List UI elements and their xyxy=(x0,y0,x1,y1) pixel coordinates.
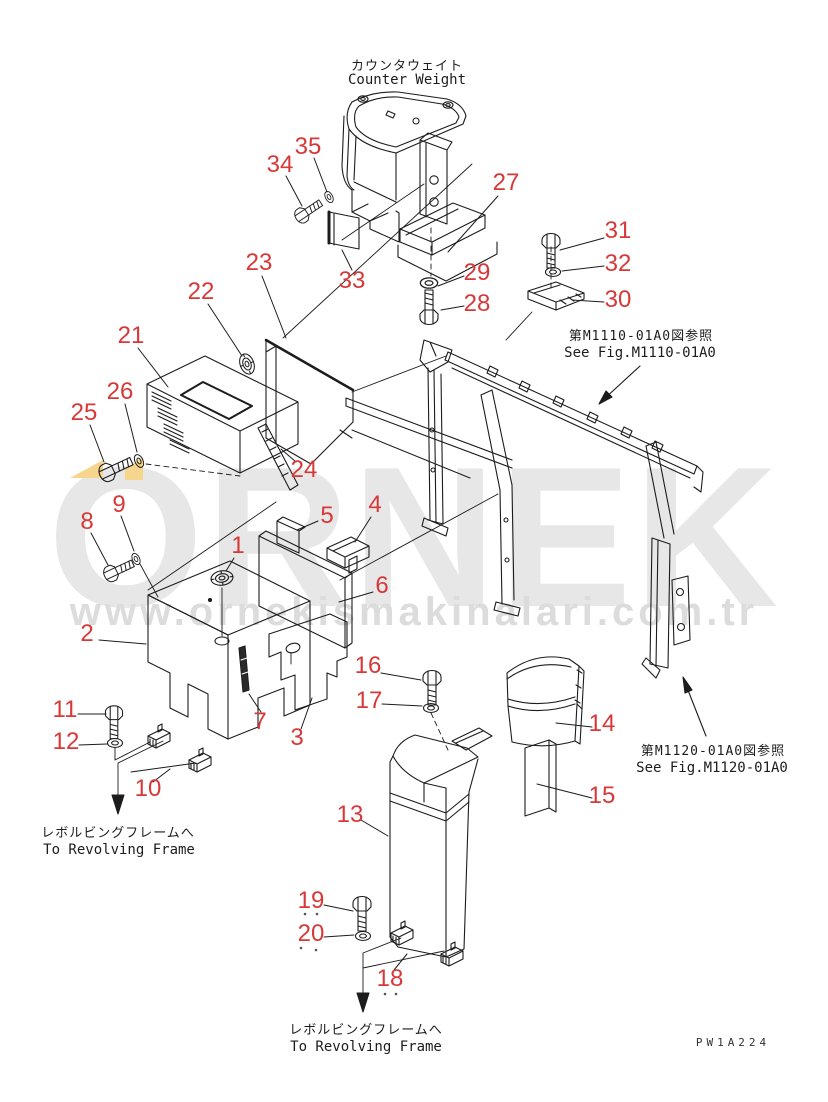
title-en: Counter Weight xyxy=(347,72,467,88)
footnote-bottom-jp: レボルビングフレームへ xyxy=(289,1023,443,1038)
guard-frame xyxy=(345,339,704,617)
bolt-19 xyxy=(352,895,372,932)
louver-cover-21 xyxy=(146,355,299,474)
clip-10a xyxy=(147,723,171,749)
ref-m1120-en: See Fig.M1120-01A0 xyxy=(636,760,788,776)
strip-7 xyxy=(238,645,250,693)
washer-29 xyxy=(419,277,439,289)
flow-arrows xyxy=(111,794,370,1013)
duct-cover-13 xyxy=(389,727,493,958)
angle-plate-27 xyxy=(397,202,498,282)
main-cover-2 xyxy=(147,560,311,740)
clip-10b xyxy=(188,747,212,773)
drawing-number: PW1A224 xyxy=(695,1036,771,1049)
scan-specks xyxy=(299,912,398,996)
assembly-lines xyxy=(114,163,552,994)
bolt-16 xyxy=(422,669,442,706)
bolt-34 xyxy=(291,195,326,226)
counterweight-part xyxy=(341,91,467,243)
panel-5 xyxy=(276,516,306,554)
washer-35 xyxy=(322,189,336,205)
right-channel-post xyxy=(641,537,691,679)
grommet-1 xyxy=(209,568,235,588)
leader-lines xyxy=(77,157,605,971)
panel-14 xyxy=(506,656,585,747)
plate-33 xyxy=(327,210,360,250)
footnote-left-en: To Revolving Frame xyxy=(43,842,195,858)
seal-strip-24 xyxy=(257,423,299,491)
washer-20 xyxy=(354,930,372,942)
box-4 xyxy=(326,536,370,574)
plate-15 xyxy=(524,739,557,817)
watermark-brand: ORNEK xyxy=(47,426,781,649)
bolt-11 xyxy=(104,705,124,740)
ref-m1110-en: See Fig.M1110-01A0 xyxy=(564,345,716,361)
title-jp: カウンタウェイト xyxy=(350,59,464,74)
ref-m1120-jp: 第M1120-01A0図参照 xyxy=(640,744,786,759)
ref-m1110-jp: 第M1110-01A0図参照 xyxy=(568,329,714,344)
footnote-left-jp: レボルビングフレームへ xyxy=(41,826,195,841)
bolt-8 xyxy=(100,555,137,585)
bolt-28 xyxy=(419,289,439,326)
washer-12 xyxy=(106,737,124,749)
footnote-bottom-en: To Revolving Frame xyxy=(290,1039,442,1055)
panel-3 xyxy=(268,613,348,711)
washer-32 xyxy=(544,266,562,278)
clip-18a xyxy=(390,920,414,946)
watermark-url: www.ornekismakinalari.com.tr xyxy=(69,590,759,634)
grommet-22 xyxy=(236,351,258,377)
cover-23 xyxy=(264,338,355,465)
bracket-30 xyxy=(527,281,585,311)
reference-arrows xyxy=(598,365,707,737)
